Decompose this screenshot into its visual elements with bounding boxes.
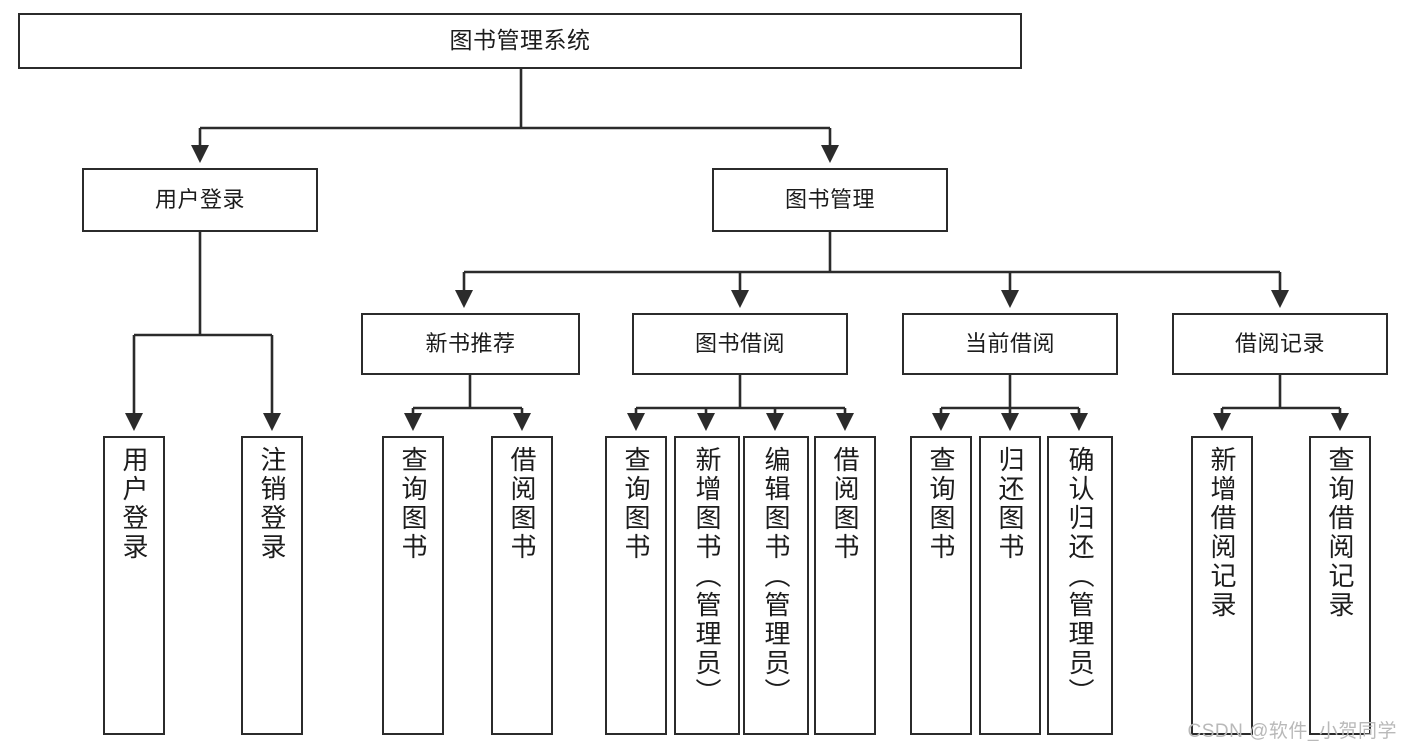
node-label: 注销登录 — [257, 446, 287, 562]
node-leaf-query-book-2[interactable]: 查询图书 — [605, 436, 667, 735]
node-leaf-add-borrow-record[interactable]: 新增借阅记录 — [1191, 436, 1253, 735]
node-label: 新增借阅记录 — [1207, 446, 1237, 620]
node-book-management-system[interactable]: 图书管理系统 — [18, 13, 1022, 69]
node-label: 查询借阅记录 — [1325, 446, 1355, 620]
node-leaf-query-book-1[interactable]: 查询图书 — [382, 436, 444, 735]
node-borrow-record[interactable]: 借阅记录 — [1172, 313, 1388, 375]
node-label: 图书借阅 — [694, 330, 785, 356]
node-leaf-edit-book[interactable]: 编辑图书（管理员） — [743, 436, 809, 735]
node-leaf-logout[interactable]: 注销登录 — [241, 436, 303, 735]
node-label: 查询图书 — [621, 446, 651, 562]
node-label: 当前借阅 — [964, 330, 1055, 356]
node-label: 用户登录 — [154, 186, 245, 212]
node-label: 新书推荐 — [425, 330, 516, 356]
node-label: 确认归还（管理员） — [1065, 446, 1095, 707]
node-book-borrow[interactable]: 图书借阅 — [632, 313, 848, 375]
node-leaf-query-borrow-record[interactable]: 查询借阅记录 — [1309, 436, 1371, 735]
node-label: 查询图书 — [398, 446, 428, 562]
node-label: 借阅记录 — [1234, 330, 1325, 356]
node-user-login[interactable]: 用户登录 — [82, 168, 318, 232]
node-label: 查询图书 — [926, 446, 956, 562]
node-label: 用户登录 — [119, 446, 149, 562]
node-label: 借阅图书 — [507, 446, 537, 562]
csdn-watermark: CSDN @软件_小贺同学 — [1187, 721, 1397, 742]
node-new-book-recommend[interactable]: 新书推荐 — [361, 313, 580, 375]
node-label: 图书管理系统 — [449, 27, 591, 54]
node-label: 图书管理 — [784, 186, 875, 212]
node-label: 编辑图书（管理员） — [761, 446, 791, 707]
node-book-management[interactable]: 图书管理 — [712, 168, 948, 232]
node-leaf-confirm-return[interactable]: 确认归还（管理员） — [1047, 436, 1113, 735]
node-leaf-user-login[interactable]: 用户登录 — [103, 436, 165, 735]
node-current-borrow[interactable]: 当前借阅 — [902, 313, 1118, 375]
node-leaf-borrow-book-2[interactable]: 借阅图书 — [814, 436, 876, 735]
node-label: 归还图书 — [995, 446, 1025, 562]
node-leaf-query-book-3[interactable]: 查询图书 — [910, 436, 972, 735]
node-leaf-return-book[interactable]: 归还图书 — [979, 436, 1041, 735]
node-label: 借阅图书 — [830, 446, 860, 562]
node-leaf-add-book[interactable]: 新增图书（管理员） — [674, 436, 740, 735]
node-label: 新增图书（管理员） — [692, 446, 722, 707]
node-leaf-borrow-book-1[interactable]: 借阅图书 — [491, 436, 553, 735]
